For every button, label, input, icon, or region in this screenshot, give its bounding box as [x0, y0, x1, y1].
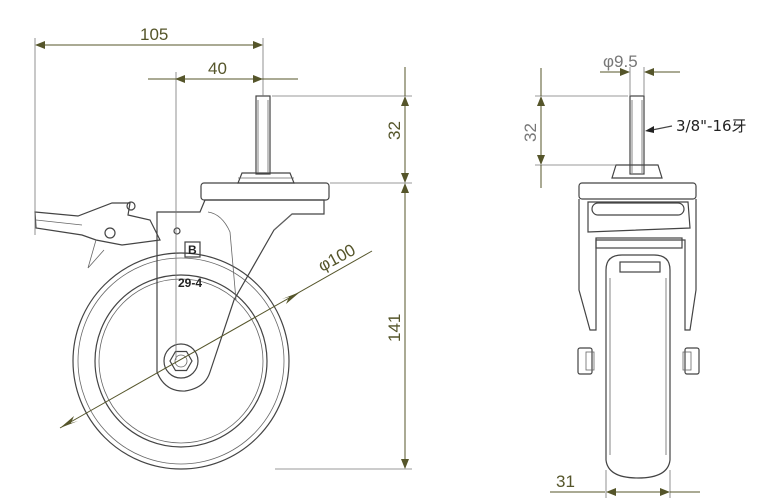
front-wheel — [605, 254, 671, 479]
front-nut — [611, 164, 663, 179]
stem-diameter-label: φ9.5 — [603, 52, 638, 71]
thread-leader — [651, 125, 673, 131]
stem-offset-label: 40 — [208, 59, 227, 78]
front-axle-nut-right — [684, 347, 700, 375]
front-fork — [578, 199, 697, 331]
side-top-plate — [200, 182, 330, 201]
height-below-stem-label: 141 — [385, 314, 404, 342]
stem-height-side-label: 32 — [385, 121, 404, 140]
side-wheel — [72, 252, 290, 470]
front-brake-housing: OFF — [587, 201, 691, 273]
front-axle-nut-left — [577, 347, 593, 375]
brand-mark: B — [188, 243, 197, 257]
wheel-diameter-label: φ100 — [315, 240, 359, 275]
wheel-diameter-leader — [59, 250, 373, 429]
side-view: B 29-4 φ100 105 40 32 141 — [34, 25, 412, 470]
wheel-width-label: 31 — [556, 472, 575, 491]
brake-off-mark: OFF — [618, 205, 647, 216]
overall-width-label: 105 — [140, 25, 168, 44]
front-top-plate — [578, 182, 697, 200]
side-rivet-hole — [173, 227, 181, 235]
side-brake-pedal — [34, 201, 161, 269]
stem-height-front-label: 32 — [521, 123, 540, 142]
side-axle-bolt — [163, 343, 199, 379]
side-fork-leg — [156, 199, 325, 392]
thread-spec-label: 3/8"-16牙 — [676, 117, 747, 135]
front-view: OFF φ9.5 32 3/8"-16牙 — [521, 52, 747, 498]
model-mark: 29-4 — [178, 276, 202, 290]
brand-logo-box — [184, 241, 201, 258]
front-stem — [629, 95, 645, 175]
side-nut — [237, 172, 295, 184]
